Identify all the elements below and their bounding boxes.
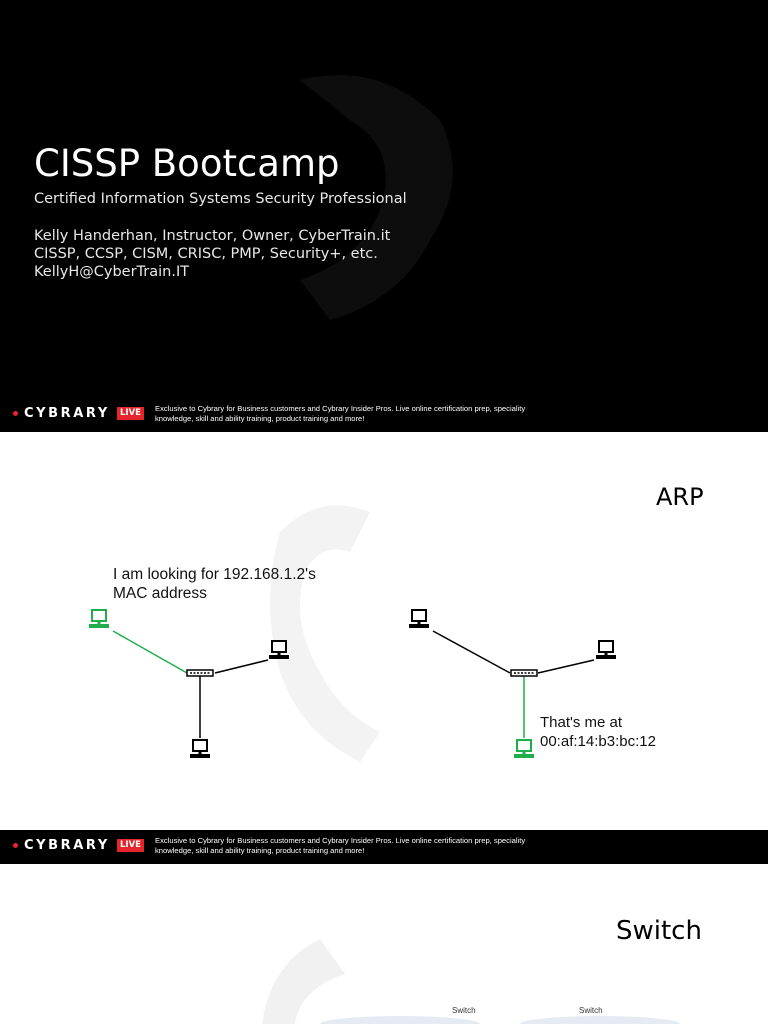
arp-request-callout: I am looking for 192.168.1.2's MAC addre… xyxy=(113,565,316,603)
arp-request-line: MAC address xyxy=(113,585,207,602)
hub-icon xyxy=(186,669,214,677)
computer-icon xyxy=(88,609,110,629)
arp-reply-callout: That's me at 00:af:14:b3:bc:12 xyxy=(540,713,656,751)
presentation-title: CISSP Bootcamp xyxy=(34,142,340,185)
switch-slide: Switch Switch Switch xyxy=(0,864,768,1024)
hub-icon xyxy=(510,669,538,677)
instructor-certifications: CISSP, CCSP, CISM, CRISC, PMP, Security+… xyxy=(34,246,378,262)
computer-icon xyxy=(408,609,430,629)
slide-title: Switch xyxy=(616,916,702,946)
title-slide: CISSP Bootcamp Certified Information Sys… xyxy=(0,0,768,432)
arp-request-line: I am looking for 192.168.1.2's xyxy=(113,566,316,583)
instructor-email: KellyH@CyberTrain.IT xyxy=(34,264,190,280)
footer-tagline: Exclusive to Cybrary for Business custom… xyxy=(155,836,526,855)
presentation-subtitle: Certified Information Systems Security P… xyxy=(34,191,407,207)
background-watermark xyxy=(262,939,680,1024)
arp-slide: ARP I am looking for 192.168.1.2's MAC a… xyxy=(0,432,768,864)
switch-label: Switch xyxy=(452,1006,476,1015)
footer-tagline: Exclusive to Cybrary for Business custom… xyxy=(155,404,526,423)
arp-reply-line: 00:af:14:b3:bc:12 xyxy=(540,733,656,750)
instructor-name: Kelly Handerhan, Instructor, Owner, Cybe… xyxy=(34,228,391,244)
computer-icon xyxy=(189,739,211,759)
brand-dot-icon xyxy=(13,843,18,848)
live-badge: LIVE xyxy=(117,839,144,852)
computer-icon xyxy=(268,640,290,660)
computer-icon xyxy=(595,640,617,660)
computer-icon xyxy=(513,739,535,759)
switch-label: Switch xyxy=(579,1006,603,1015)
live-badge: LIVE xyxy=(117,407,144,420)
cybrary-footer: CYBRARY LIVE Exclusive to Cybrary for Bu… xyxy=(0,398,768,432)
background-watermark xyxy=(270,505,380,762)
slide-title: ARP xyxy=(656,483,704,511)
cybrary-logo: CYBRARY xyxy=(24,838,110,853)
instructor-info: Kelly Handerhan, Instructor, Owner, Cybe… xyxy=(34,227,390,281)
cybrary-footer: CYBRARY LIVE Exclusive to Cybrary for Bu… xyxy=(0,830,768,864)
background-watermark xyxy=(300,75,453,320)
arp-reply-line: That's me at xyxy=(540,714,623,731)
arp-network-diagram xyxy=(88,609,617,759)
cybrary-logo: CYBRARY xyxy=(24,406,110,421)
brand-dot-icon xyxy=(13,411,18,416)
